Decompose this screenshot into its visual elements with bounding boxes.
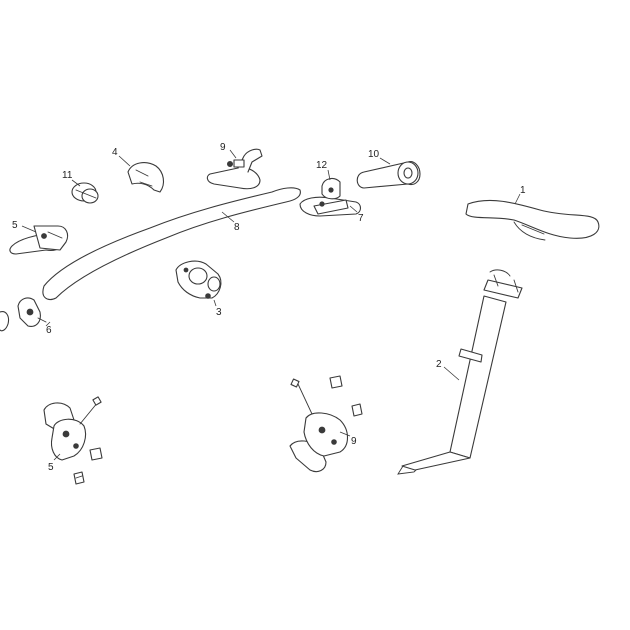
grips-callout: 10 xyxy=(368,149,380,160)
handlebar-leader xyxy=(221,211,235,223)
stem xyxy=(175,260,222,299)
brake-caliper-rear xyxy=(289,375,363,473)
dropper-lever-callout: 12 xyxy=(316,160,328,171)
right-shifter-callout: 7 xyxy=(358,213,364,224)
brake-caliper-rear-leader xyxy=(339,431,351,437)
grips xyxy=(356,161,421,189)
shifter-clamp xyxy=(0,297,47,332)
stem-leader xyxy=(213,299,217,307)
handlebar xyxy=(42,187,301,301)
saddle xyxy=(465,199,600,241)
left-shifter xyxy=(127,162,165,193)
saddle-callout: 1 xyxy=(520,185,526,196)
right-shifter-leader xyxy=(349,205,358,213)
grips-leader xyxy=(379,157,391,165)
brake-caliper-rear-callout: 9 xyxy=(351,436,357,447)
saddle-leader xyxy=(514,193,521,205)
left-shifter-callout: 4 xyxy=(112,147,118,158)
dropper-lever-leader xyxy=(327,169,331,181)
brake-lever-right xyxy=(206,148,263,190)
brake-lever-right-leader xyxy=(229,149,237,159)
brake-caliper-front xyxy=(43,396,103,485)
shifter-clamp-leader xyxy=(45,321,51,327)
brake-lever-right-callout: 9 xyxy=(220,142,226,153)
brake-lever-left-callout: 5 xyxy=(12,220,18,231)
right-shifter xyxy=(299,196,362,217)
handlebar-callout: 8 xyxy=(234,222,240,233)
brake-caliper-front-callout: 5 xyxy=(48,462,54,473)
brake-caliper-front-leader xyxy=(53,453,61,461)
stem-callout: 3 xyxy=(216,307,222,318)
seatpost-leader xyxy=(443,366,460,381)
bell-leader xyxy=(71,179,81,187)
bell-callout: 11 xyxy=(62,170,73,181)
brake-lever-left-leader xyxy=(21,225,37,233)
brake-lever-left xyxy=(9,225,69,255)
seatpost xyxy=(397,269,523,475)
left-shifter-leader xyxy=(118,155,131,167)
dropper-lever xyxy=(321,177,341,200)
seatpost-callout: 2 xyxy=(436,359,442,370)
shifter-clamp-callout: 6 xyxy=(46,325,52,336)
bell xyxy=(71,182,99,204)
